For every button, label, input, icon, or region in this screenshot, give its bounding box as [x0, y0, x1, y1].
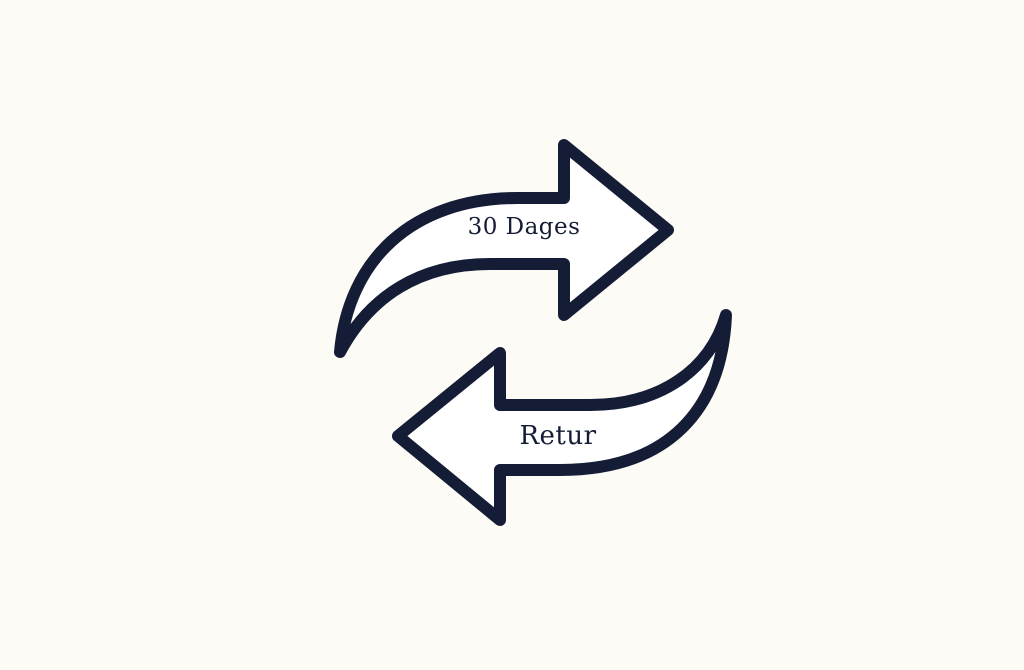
- bottom-arrow-label: Retur: [519, 421, 596, 451]
- bottom-arrow: Retur: [392, 309, 732, 526]
- top-arrow: 30 Dages: [334, 139, 674, 358]
- right-arrow-icon: [334, 139, 674, 358]
- left-arrow-icon: [392, 309, 732, 526]
- top-arrow-label: 30 Dages: [468, 214, 581, 240]
